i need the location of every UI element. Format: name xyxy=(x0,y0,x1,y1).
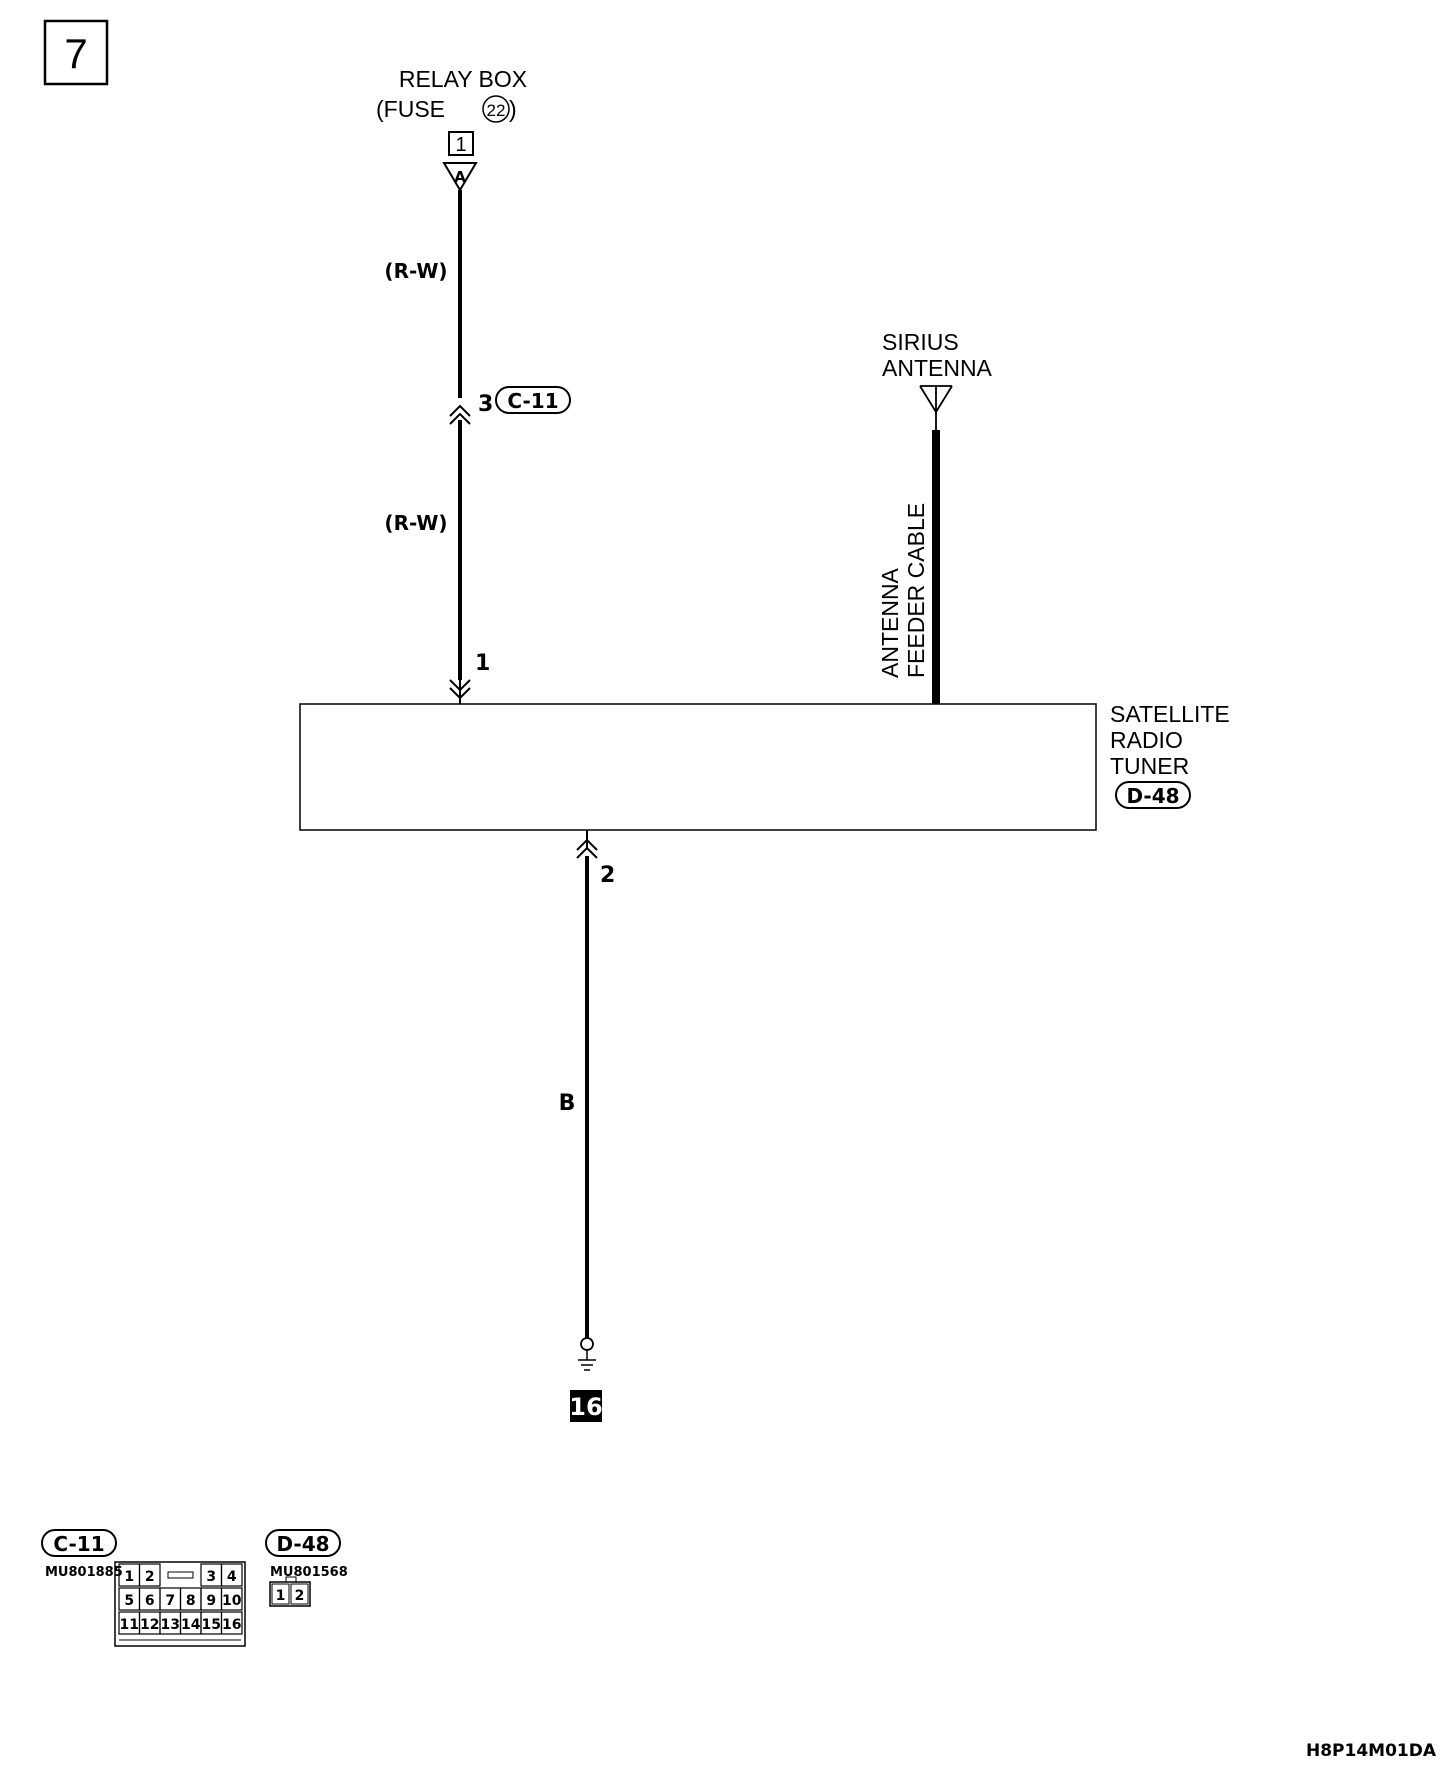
c11-pin-label: 3 xyxy=(206,1569,216,1585)
c11-pin-label: 13 xyxy=(161,1617,180,1633)
upper-wire-color-label: (R-W) xyxy=(384,259,447,283)
c11-pin-number: 3 xyxy=(478,392,493,417)
tuner-pin1-arrows xyxy=(449,679,471,700)
c11-pin-label: 9 xyxy=(206,1593,216,1609)
c11-pin-label: 7 xyxy=(165,1593,175,1609)
c11-pin-label: 16 xyxy=(222,1617,241,1633)
c11-pin-label: 1 xyxy=(124,1569,134,1585)
tuner-power-pin: 1 xyxy=(475,651,490,676)
d48-pin-label: 2 xyxy=(295,1588,305,1604)
c11-pin-label: 4 xyxy=(227,1569,237,1585)
c11-key-slot xyxy=(167,1571,194,1579)
satellite-radio-tuner-box xyxy=(299,703,1097,831)
tuner-label: SATELLITE RADIO TUNER D-48 xyxy=(1110,701,1230,809)
d48-view-label: D-48 xyxy=(276,1532,329,1556)
d48-connector-badge xyxy=(1115,781,1191,809)
fuse-label-prefix: (FUSE xyxy=(376,96,445,122)
ground-icon xyxy=(578,1337,596,1371)
c11-pin-cell xyxy=(220,1611,243,1635)
tuner-label-line2: RADIO xyxy=(1110,727,1183,753)
d48-housing xyxy=(269,1581,311,1607)
c11-connector-label: C-11 xyxy=(507,389,558,413)
d48-pin-cell xyxy=(271,1583,290,1605)
relay-terminal-box xyxy=(448,131,474,156)
ground-number-badge: 16 xyxy=(569,1390,603,1422)
c11-pin-label: 11 xyxy=(120,1617,139,1633)
c11-junction: 3 C-11 xyxy=(449,386,571,425)
tuner-label-line1: SATELLITE xyxy=(1110,701,1230,727)
lower-wire-color-label: (R-W) xyxy=(384,511,447,535)
c11-view-label: C-11 xyxy=(53,1532,104,1556)
page-number-box: 7 xyxy=(43,19,109,86)
page-number: 7 xyxy=(64,30,87,77)
ground-wire xyxy=(576,830,598,1338)
c11-pin-label: 8 xyxy=(186,1593,196,1609)
c11-pin-label: 5 xyxy=(124,1593,134,1609)
figure-code: H8P14M01DA xyxy=(1306,1741,1437,1761)
relay-box-label: RELAY BOX xyxy=(399,66,527,92)
c11-connector-badge xyxy=(495,386,571,414)
tuner-label-line3: TUNER xyxy=(1110,753,1189,779)
c11-pin-label: 2 xyxy=(145,1569,155,1585)
antenna-label-line2: ANTENNA xyxy=(882,355,993,381)
relay-connector-triangle xyxy=(442,162,478,192)
d48-part-number: MU801568 xyxy=(270,1565,348,1580)
fuse-label-suffix: ) xyxy=(509,96,517,122)
antenna-icon xyxy=(919,385,953,430)
c11-pin-label: 15 xyxy=(202,1617,221,1633)
fuse-number: 22 xyxy=(487,101,506,120)
c11-part-number: MU801885 xyxy=(45,1565,123,1580)
relay-box: RELAY BOX (FUSE 22 ) 1 A xyxy=(376,66,527,192)
c11-pin-cell xyxy=(220,1563,243,1587)
antenna-cable-label-line1: ANTENNA xyxy=(877,567,903,678)
d48-pin-cell xyxy=(290,1583,309,1605)
relay-connector-letter: A xyxy=(454,168,466,186)
tuner-connector-label: D-48 xyxy=(1126,784,1179,808)
c11-pin-label: 10 xyxy=(222,1593,242,1609)
c11-pin-label: 12 xyxy=(140,1617,159,1633)
d48-pin-label: 1 xyxy=(276,1588,286,1604)
fuse-number-circle xyxy=(482,95,510,123)
c11-pin-cell xyxy=(220,1587,243,1611)
antenna-cable-label-line2: FEEDER CABLE xyxy=(903,503,929,678)
relay-terminal-number: 1 xyxy=(455,134,466,156)
antenna-label-line1: SIRIUS xyxy=(882,329,959,355)
tuner-ground-pin: 2 xyxy=(600,863,615,888)
c11-pin-cell xyxy=(138,1563,161,1587)
ground-wire-color-label: B xyxy=(559,1091,576,1116)
ground-number: 16 xyxy=(569,1393,602,1421)
c11-pin-label: 14 xyxy=(181,1617,201,1633)
c11-pin-label: 6 xyxy=(145,1593,155,1609)
